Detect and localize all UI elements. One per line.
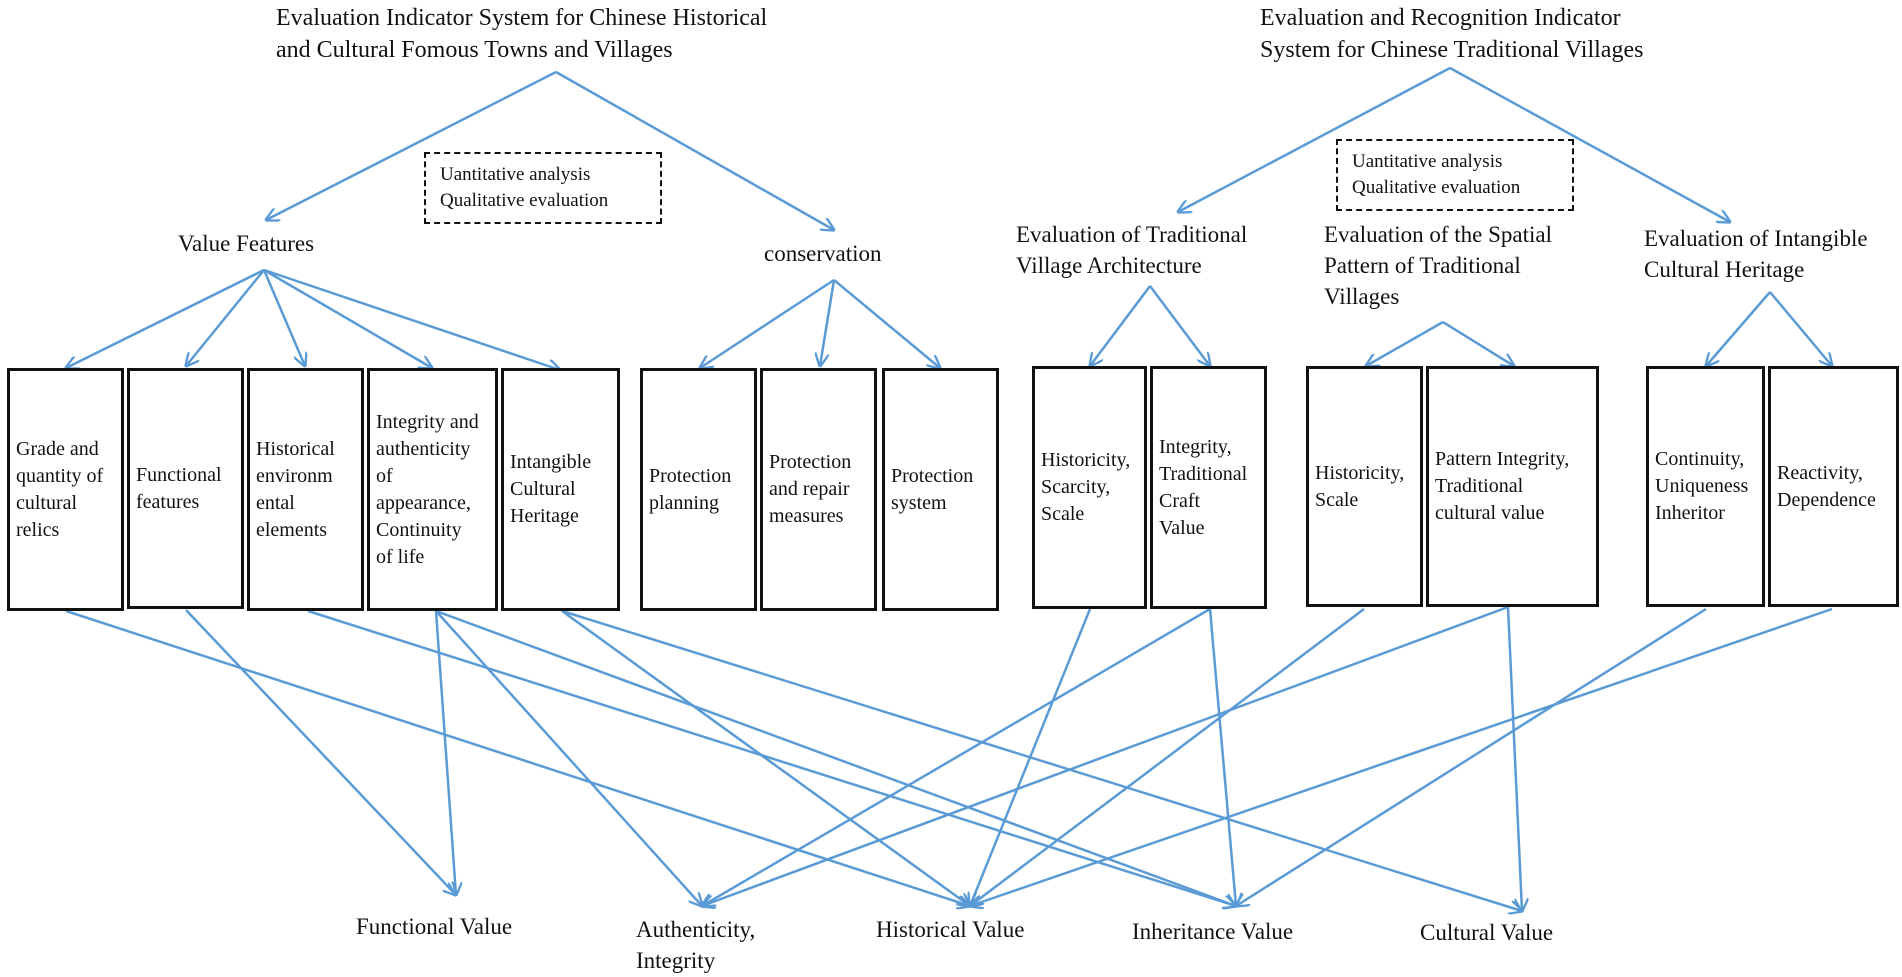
edge-craft-to-inheritance	[1208, 608, 1236, 906]
box-reactivity-dependence: Reactivity, Dependence	[1768, 366, 1899, 607]
value-authenticity-integrity: Authenticity, Integrity	[636, 917, 756, 973]
edge-continuity-to-inheritance	[1236, 607, 1707, 906]
box-functional-features: Functional features	[127, 368, 244, 609]
box-protection-system: Protection system	[882, 368, 999, 611]
edge-pattern-to-authenticity	[702, 605, 1509, 906]
edge-right-title-to-intangible	[1449, 66, 1730, 222]
value-inheritance: Inheritance Value	[1132, 919, 1294, 944]
edge-intangible-to-reactivity	[1769, 291, 1832, 366]
value-cultural: Cultural Value	[1420, 920, 1554, 945]
value-historical: Historical Value	[876, 917, 1025, 942]
box-grade-quantity-cultural-relics: Grade and quantity of cultural relics	[7, 368, 124, 611]
box-continuity-uniqueness: Continuity, Uniqueness Inheritor	[1646, 366, 1765, 607]
edge-vf-to-intangible	[263, 268, 560, 370]
box-label: Functional features	[136, 463, 222, 513]
edge-reactivity-to-historical	[970, 607, 1833, 906]
box-intangible-cultural-heritage: Intangible Cultural Heritage	[501, 368, 620, 611]
branch-spatial-pattern: Evaluation of the Spatial Pattern of Tra…	[1324, 222, 1553, 309]
box-historicity-scale: Historicity, Scale	[1306, 366, 1423, 607]
box-label: Pattern Integrity, Traditional cultural …	[1435, 448, 1570, 524]
right-method-note: Uantitative analysis Qualitative evaluat…	[1336, 139, 1574, 211]
branch-value-features: Value Features	[178, 231, 315, 256]
box-integrity-authenticity-appearance: Integrity and authenticity of appearance…	[367, 368, 498, 611]
box-historicity-scarcity-scale: Historicity, Scarcity, Scale	[1032, 366, 1147, 609]
right-system-title: Evaluation and Recognition Indicator Sys…	[1260, 5, 1644, 63]
edge-arch-to-historicity	[1090, 285, 1151, 366]
edge-grade-to-historical	[65, 609, 970, 906]
box-label: Historicity, Scale	[1315, 461, 1405, 511]
edge-craft-to-authenticity	[702, 607, 1211, 906]
box-protection-planning: Protection planning	[640, 368, 757, 611]
box-label: Reactivity, Dependence	[1777, 461, 1876, 511]
branch-architecture: Evaluation of Traditional Village Archit…	[1016, 222, 1248, 278]
edge-left-title-to-value-features	[266, 70, 557, 220]
edge-cons-to-system	[833, 279, 940, 368]
branch-intangible-heritage: Evaluation of Intangible Cultural Herita…	[1644, 226, 1868, 282]
box-protection-repair-measures: Protection and repair measures	[760, 368, 877, 611]
edge-intangible-to-continuity	[1706, 291, 1771, 366]
edge-environmental-to-inheritance	[307, 609, 1236, 906]
left-method-note-text: Uantitative analysis Qualitative evaluat…	[440, 164, 609, 211]
edge-left-title-to-conservation	[555, 70, 834, 230]
edge-intangible-to-cultural	[561, 609, 1522, 911]
box-label: Integrity, Traditional Craft Value	[1159, 435, 1248, 539]
edge-cons-to-planning	[700, 278, 835, 368]
right-method-note-text: Uantitative analysis Qualitative evaluat…	[1352, 151, 1521, 198]
edge-spatial-to-pattern	[1442, 320, 1514, 366]
box-pattern-integrity: Pattern Integrity, Traditional cultural …	[1426, 366, 1599, 607]
edge-scale-to-historical	[970, 608, 1365, 906]
box-label: Protection system	[891, 464, 974, 514]
box-label: Continuity, Uniqueness Inheritor	[1655, 448, 1749, 524]
edge-integrity-to-inheritance	[435, 609, 1236, 906]
edge-spatial-to-historicity	[1366, 320, 1444, 366]
edge-integrity-to-authenticity	[435, 610, 702, 906]
box-label: Grade and quantity of cultural relics	[16, 437, 104, 541]
edge-intangible-to-historical	[561, 609, 970, 906]
edge-arch-to-integrity	[1149, 285, 1210, 366]
edge-right-title-to-architecture	[1178, 66, 1451, 212]
box-label: Protection and repair measures	[769, 451, 852, 527]
left-system-title: Evaluation Indicator System for Chinese …	[276, 5, 768, 63]
edge-vf-to-integrity	[263, 268, 432, 368]
box-label: Historical environm ental elements	[256, 437, 335, 541]
box-label: Intangible Cultural Heritage	[510, 451, 592, 527]
left-method-note: Uantitative analysis Qualitative evaluat…	[424, 152, 662, 224]
edge-functional-to-functional-value	[185, 609, 456, 895]
value-functional: Functional Value	[356, 914, 513, 939]
edge-cons-to-repair	[820, 279, 836, 366]
edge-pattern-to-cultural	[1506, 606, 1522, 911]
edge-scarcity-to-historical	[970, 608, 1092, 906]
edge-vf-to-functional	[186, 269, 265, 366]
box-integrity-traditional-craft: Integrity, Traditional Craft Value	[1150, 366, 1267, 609]
branch-conservation: conservation	[764, 241, 882, 266]
box-label: Historicity, Scarcity, Scale	[1041, 449, 1131, 525]
box-label: Integrity and authenticity of appearance…	[376, 410, 479, 568]
edge-integrity-to-functional-value	[434, 610, 456, 895]
box-historical-environmental-elements: Historical environm ental elements	[247, 368, 364, 611]
box-label: Protection planning	[649, 464, 732, 514]
edge-vf-to-environmental	[262, 269, 305, 366]
edge-vf-to-grade	[66, 268, 265, 368]
